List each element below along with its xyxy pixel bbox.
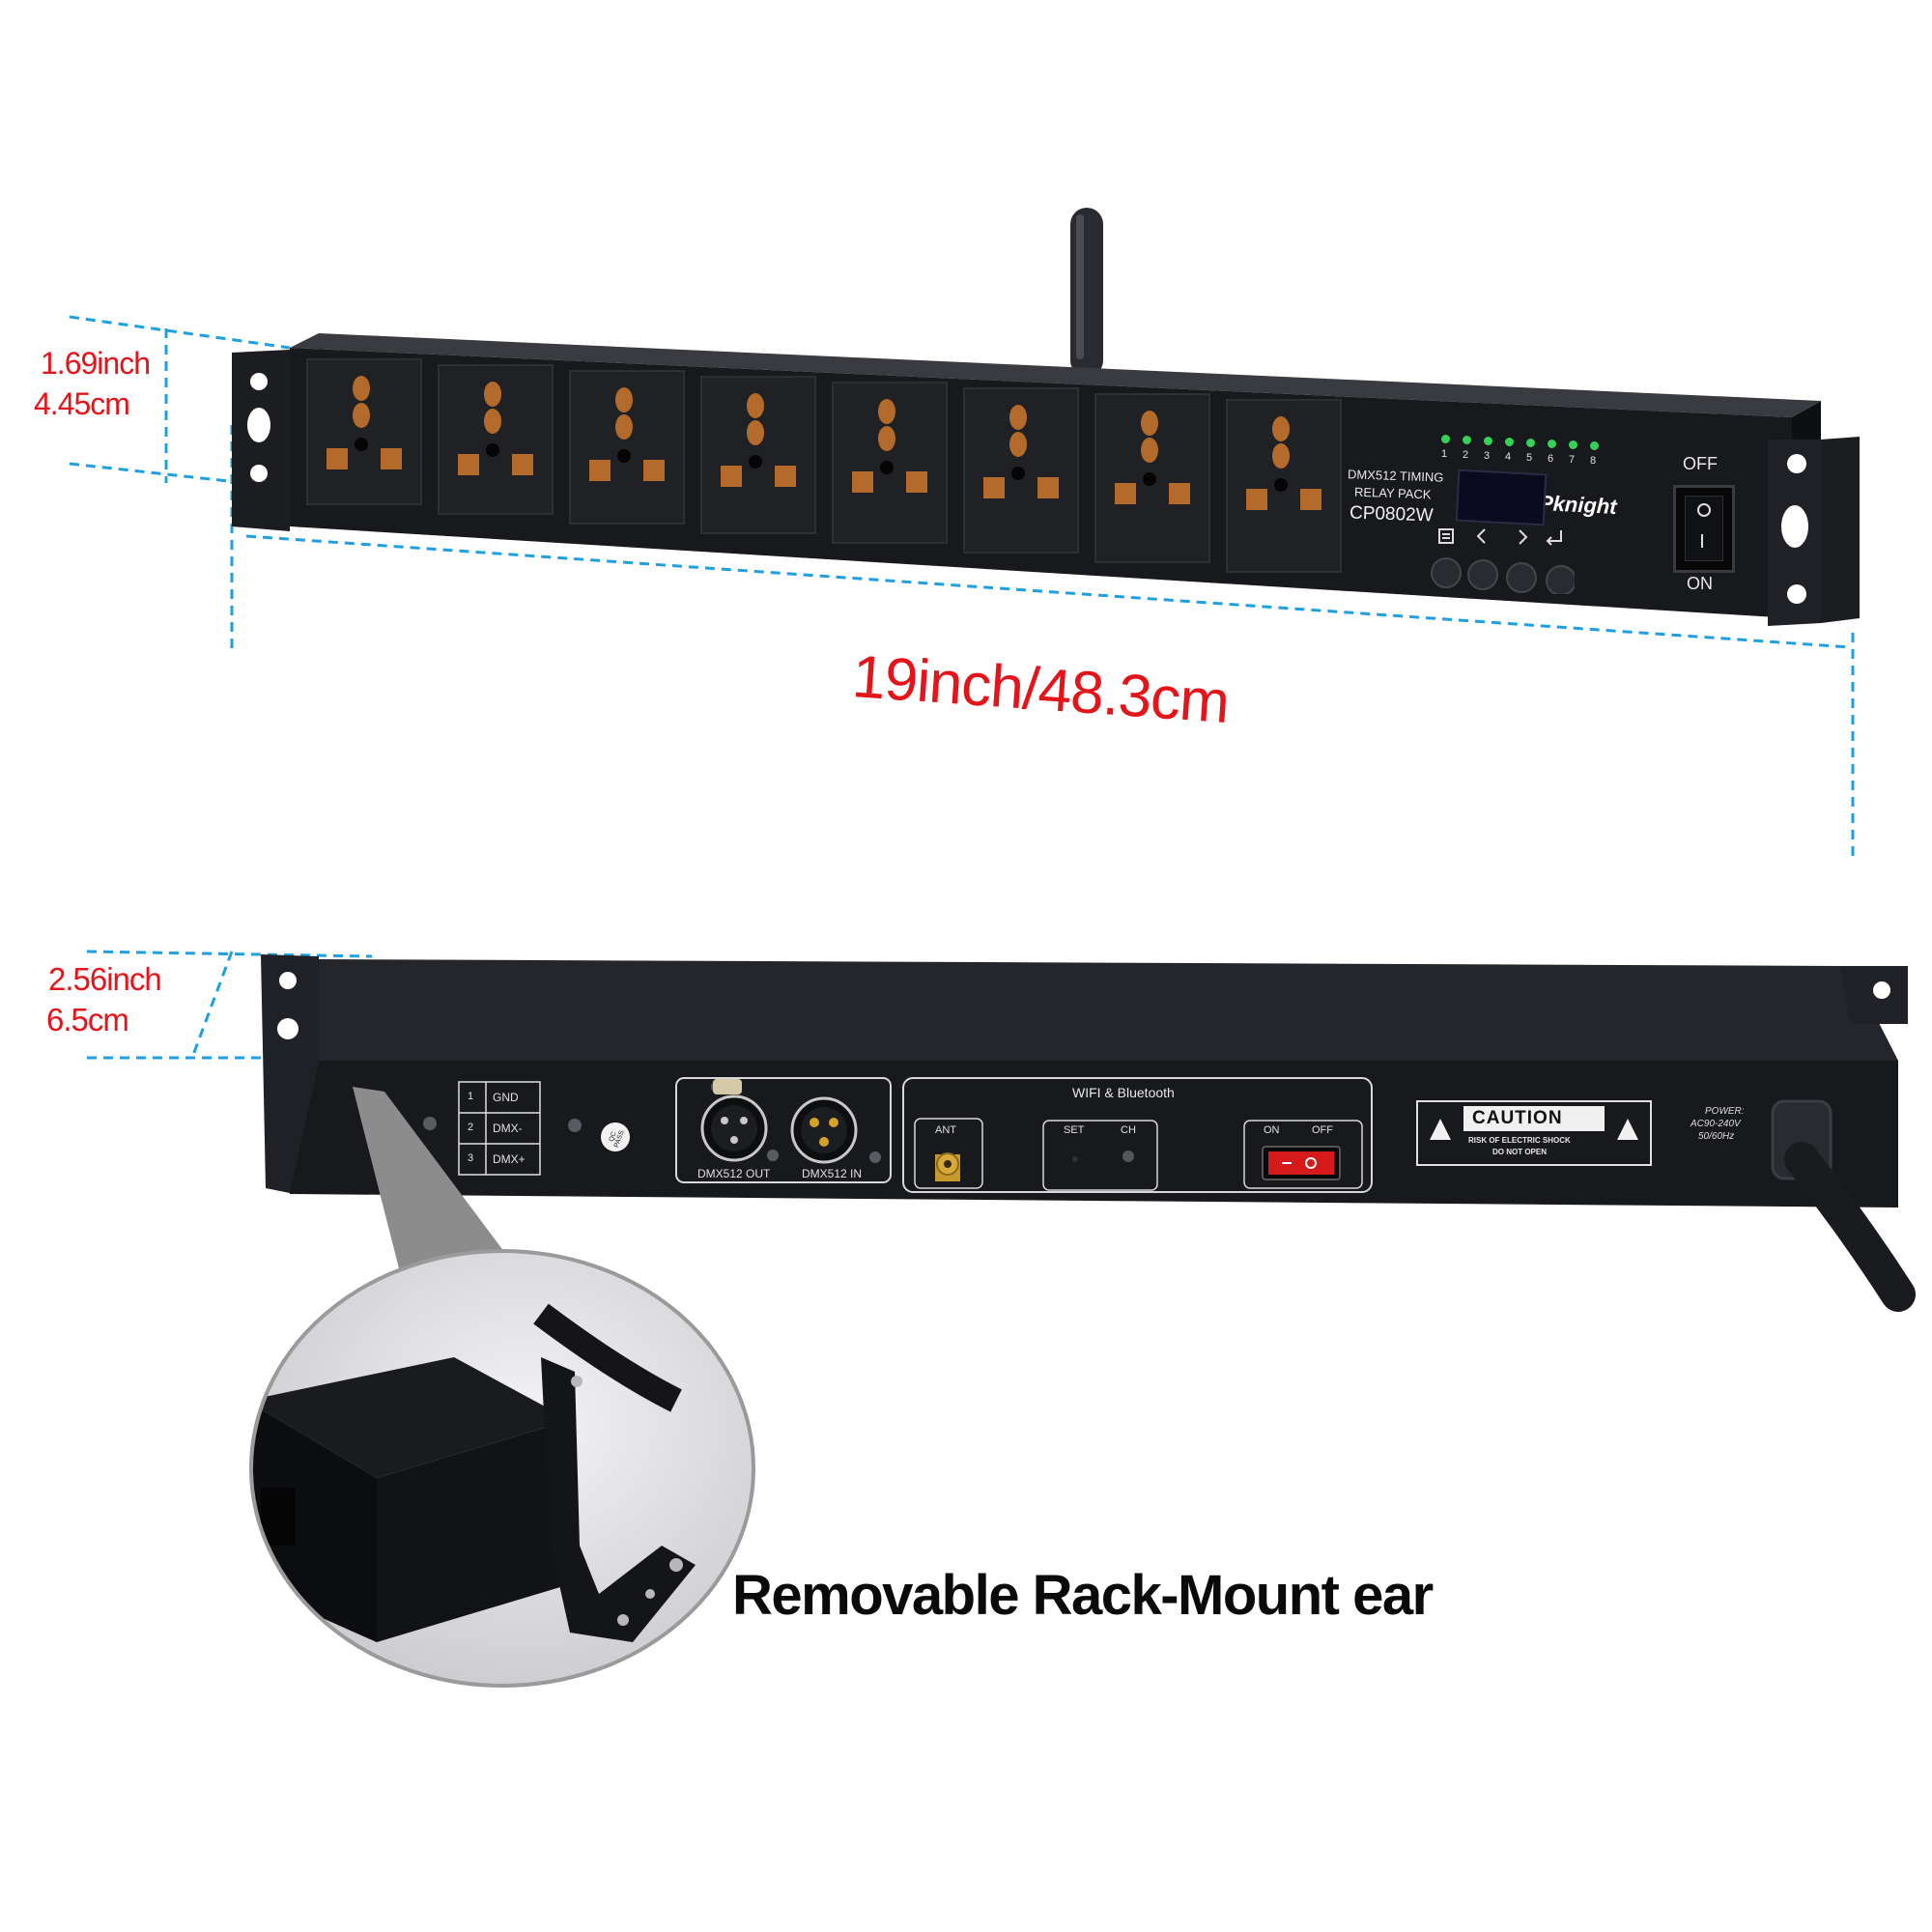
power-label-3: 50/60Hz xyxy=(1698,1131,1735,1142)
channel-led-number: 1 xyxy=(1441,448,1448,460)
power-cord xyxy=(1771,1099,1916,1312)
front-height-inch: 1.69inch xyxy=(41,346,151,381)
antenna xyxy=(1070,208,1103,377)
ac-outlet xyxy=(963,387,1079,554)
channel-led xyxy=(1590,441,1599,450)
chevron-left-icon xyxy=(1476,528,1486,544)
power-label-1: POWER: xyxy=(1705,1106,1745,1117)
pin-signal-label: DMX+ xyxy=(493,1152,526,1166)
switch-off-label: OFF xyxy=(1683,454,1718,473)
caution-title: CAUTION xyxy=(1472,1108,1563,1128)
channel-led xyxy=(1526,439,1535,447)
channel-led-number: 6 xyxy=(1548,453,1554,465)
rear-dimension-lines xyxy=(86,950,373,1060)
channel-led xyxy=(1548,440,1556,448)
menu-icon xyxy=(1438,528,1454,544)
channel-led xyxy=(1484,437,1492,445)
menu-button xyxy=(1431,557,1462,588)
ant-label: ANT xyxy=(935,1124,956,1136)
ac-outlet xyxy=(1226,399,1342,573)
right-button xyxy=(1506,562,1537,593)
pin-table-text: 1 GND 2 DMX- 3 DMX+ xyxy=(459,1082,540,1175)
caution-label xyxy=(1416,1100,1652,1166)
caution-line1: RISK OF ELECTRIC SHOCK xyxy=(1468,1136,1571,1145)
pin-number: 2 xyxy=(468,1122,474,1133)
ch-led xyxy=(1122,1151,1134,1162)
depth-cm: 6.5cm xyxy=(46,1002,129,1037)
chevron-right-icon xyxy=(1519,529,1528,545)
control-buttons xyxy=(1431,528,1575,594)
channel-led-number: 4 xyxy=(1505,451,1512,463)
dmx-in-label: DMX512 IN xyxy=(802,1167,863,1180)
ac-outlet xyxy=(1094,393,1210,563)
channel-led-number: 8 xyxy=(1590,455,1597,467)
ac-outlet xyxy=(569,370,685,525)
set-button xyxy=(1072,1156,1078,1162)
dmx-out-label: DMX512 OUT xyxy=(697,1167,771,1180)
ac-outlet xyxy=(306,358,422,505)
ac-outlet xyxy=(700,376,816,534)
enter-icon xyxy=(1548,530,1562,542)
pin-number: 3 xyxy=(468,1152,474,1164)
pin-signal-label: DMX- xyxy=(493,1122,523,1135)
red-rocker-switch xyxy=(1262,1146,1341,1180)
channel-led-number: 2 xyxy=(1463,449,1469,461)
left-button xyxy=(1467,559,1498,590)
callout-caption: Removable Rack-Mount ear xyxy=(732,1564,1434,1627)
channel-led xyxy=(1505,438,1514,446)
pin-number: 1 xyxy=(468,1091,474,1102)
set-label: SET xyxy=(1064,1124,1085,1136)
antenna-connector xyxy=(935,1152,960,1181)
channel-led-number: 3 xyxy=(1484,450,1491,462)
dmx-pin-table xyxy=(458,1081,541,1176)
channel-led-number: 5 xyxy=(1526,452,1533,464)
enter-button xyxy=(1546,565,1575,594)
channel-led-row: 1 2 3 4 5 6 7 8 xyxy=(1441,435,1625,473)
channel-led xyxy=(1463,436,1471,444)
depth-inch: 2.56inch xyxy=(48,961,162,997)
ac-outlet xyxy=(438,364,554,515)
caution-line2: DO NOT OPEN xyxy=(1492,1148,1548,1156)
rocker-off-label: OFF xyxy=(1312,1124,1333,1136)
power-rocker-switch[interactable] xyxy=(1673,485,1735,573)
rocker-on-label: ON xyxy=(1264,1124,1280,1136)
wifi-bluetooth-title: WIFI & Bluetooth xyxy=(1072,1085,1175,1100)
switch-on-label: ON xyxy=(1687,574,1713,593)
channel-led-number: 7 xyxy=(1569,454,1576,466)
qc-sticker xyxy=(601,1122,630,1151)
ac-outlet xyxy=(832,382,948,544)
front-height-cm: 4.45cm xyxy=(34,386,130,421)
ch-label: CH xyxy=(1121,1124,1136,1136)
rear-relay-pack xyxy=(261,954,1916,1312)
channel-led xyxy=(1441,435,1450,443)
power-label-2: AC90-240V xyxy=(1690,1119,1741,1129)
channel-led xyxy=(1569,440,1577,449)
pin-signal-label: GND xyxy=(493,1091,519,1104)
outlet-row xyxy=(306,358,1342,573)
